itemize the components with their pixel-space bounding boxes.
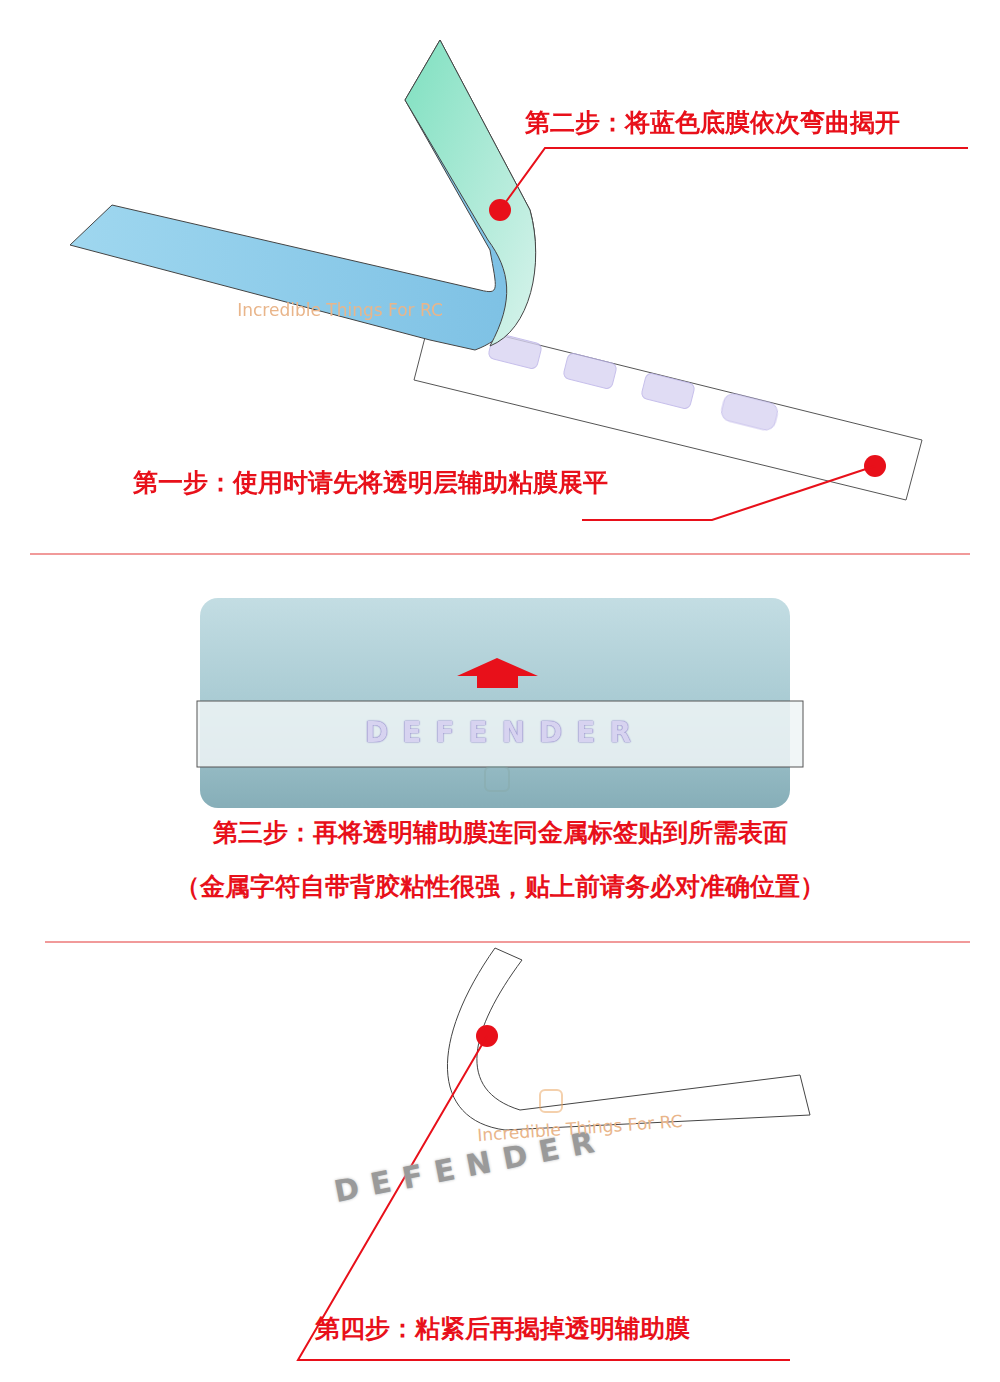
watermark: Incredible Things For RC (237, 300, 443, 320)
divider (45, 941, 970, 943)
clear-film (197, 701, 803, 767)
warning-note: （金属字符自带背胶粘性很强，贴上前请务必对准确位置） (175, 872, 825, 902)
leader-line (582, 466, 875, 520)
divider (30, 553, 970, 555)
clear-film (447, 948, 810, 1130)
backing-film (70, 40, 536, 350)
step-note: 第一步：使用时请先将透明层辅助粘膜展平 (133, 468, 608, 498)
watermark-logo (485, 767, 509, 791)
step-note: 第四步：粘紧后再揭掉透明辅助膜 (315, 1314, 690, 1344)
up-arrow (457, 658, 538, 688)
step-note: 第二步：将蓝色底膜依次弯曲揭开 (525, 108, 900, 138)
leader-line (298, 1036, 790, 1360)
step-note: 第三步：再将透明辅助膜连同金属标签贴到所需表面 (213, 818, 788, 848)
leader-line (500, 148, 968, 210)
watermark-logo (540, 1090, 562, 1112)
decal-lettering: DEFENDER (365, 716, 645, 750)
